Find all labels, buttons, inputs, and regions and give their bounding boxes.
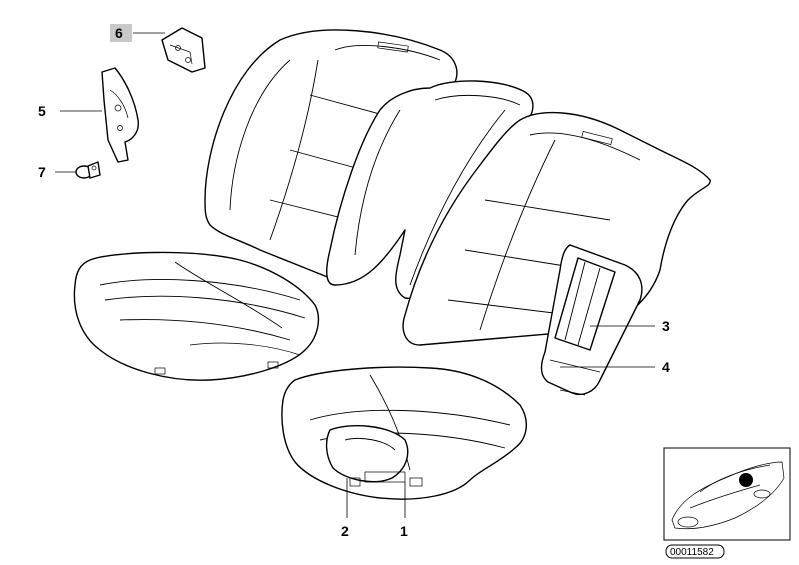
reference-code: 00011582 [670, 547, 714, 558]
bracket-part-5[interactable] [101, 67, 140, 163]
callout-4: 4 [560, 359, 670, 375]
seat-cushion-upper[interactable] [73, 251, 320, 381]
callout-6: 6 [110, 24, 165, 42]
callout-5: 5 [38, 103, 102, 119]
callout-2: 2 [341, 478, 349, 539]
svg-text:5: 5 [38, 103, 46, 119]
svg-text:1: 1 [400, 523, 408, 539]
svg-text:4: 4 [662, 359, 670, 375]
vehicle-reference-inset: 00011582 [663, 447, 791, 559]
callout-7: 7 [38, 164, 77, 180]
side-bolster[interactable] [540, 244, 643, 396]
callout-1: 1 [400, 482, 408, 539]
fastener-part-7[interactable] [75, 161, 101, 179]
svg-text:6: 6 [115, 25, 123, 41]
clip-part-6[interactable] [161, 27, 206, 73]
reference-code-box [665, 544, 725, 559]
callout-6-highlight [110, 24, 132, 42]
svg-text:2: 2 [341, 523, 349, 539]
svg-text:7: 7 [38, 164, 46, 180]
seat-cushion-lower[interactable] [281, 366, 527, 500]
svg-text:3: 3 [662, 318, 670, 334]
callout-3: 3 [590, 318, 670, 334]
